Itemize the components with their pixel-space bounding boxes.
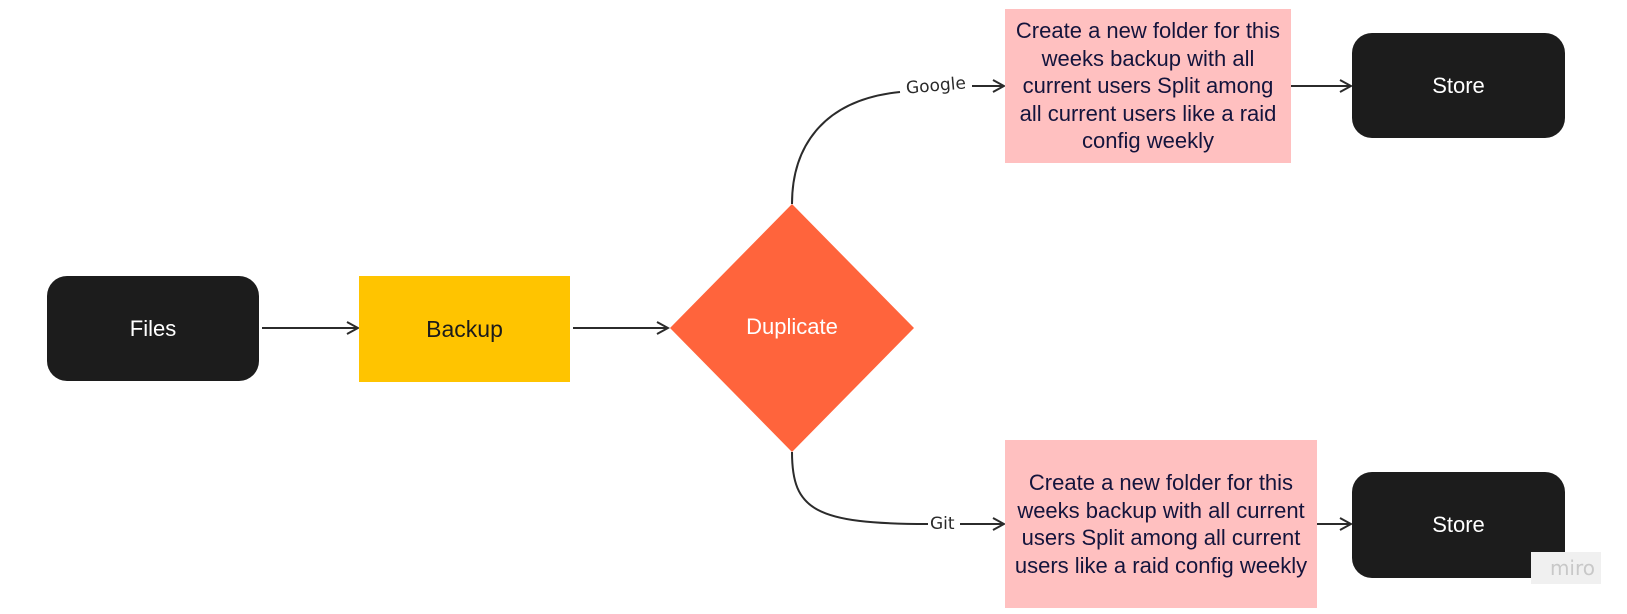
- store-top-node[interactable]: Store: [1352, 33, 1565, 138]
- backup-node[interactable]: Backup: [359, 276, 570, 382]
- connector-duplicate-git: [791, 451, 929, 525]
- watermark-text: miro: [1549, 556, 1595, 580]
- store-bottom-label: Store: [1432, 512, 1485, 537]
- store-top-label: Store: [1432, 72, 1485, 98]
- store-bottom-node[interactable]: Store: [1352, 472, 1565, 578]
- decision-diamond[interactable]: [670, 204, 914, 452]
- duplicate-label: Duplicate: [746, 314, 838, 339]
- connector-duplicate-google: [791, 91, 901, 205]
- files-label: Files: [129, 315, 177, 341]
- google-backup-note-text: Create a new folder for this weeks backu…: [1015, 18, 1281, 154]
- files-node[interactable]: Files: [47, 276, 259, 381]
- git-edge-label: Git: [928, 514, 957, 534]
- git-backup-note[interactable]: Create a new folder for this weeks backu…: [1005, 440, 1317, 608]
- backup-label: Backup: [426, 315, 503, 342]
- miro-watermark: miro: [1531, 552, 1601, 584]
- git-backup-note-text: Create a new folder for this weeks backu…: [1014, 470, 1308, 578]
- google-backup-note[interactable]: Create a new folder for this weeks backu…: [1005, 9, 1291, 163]
